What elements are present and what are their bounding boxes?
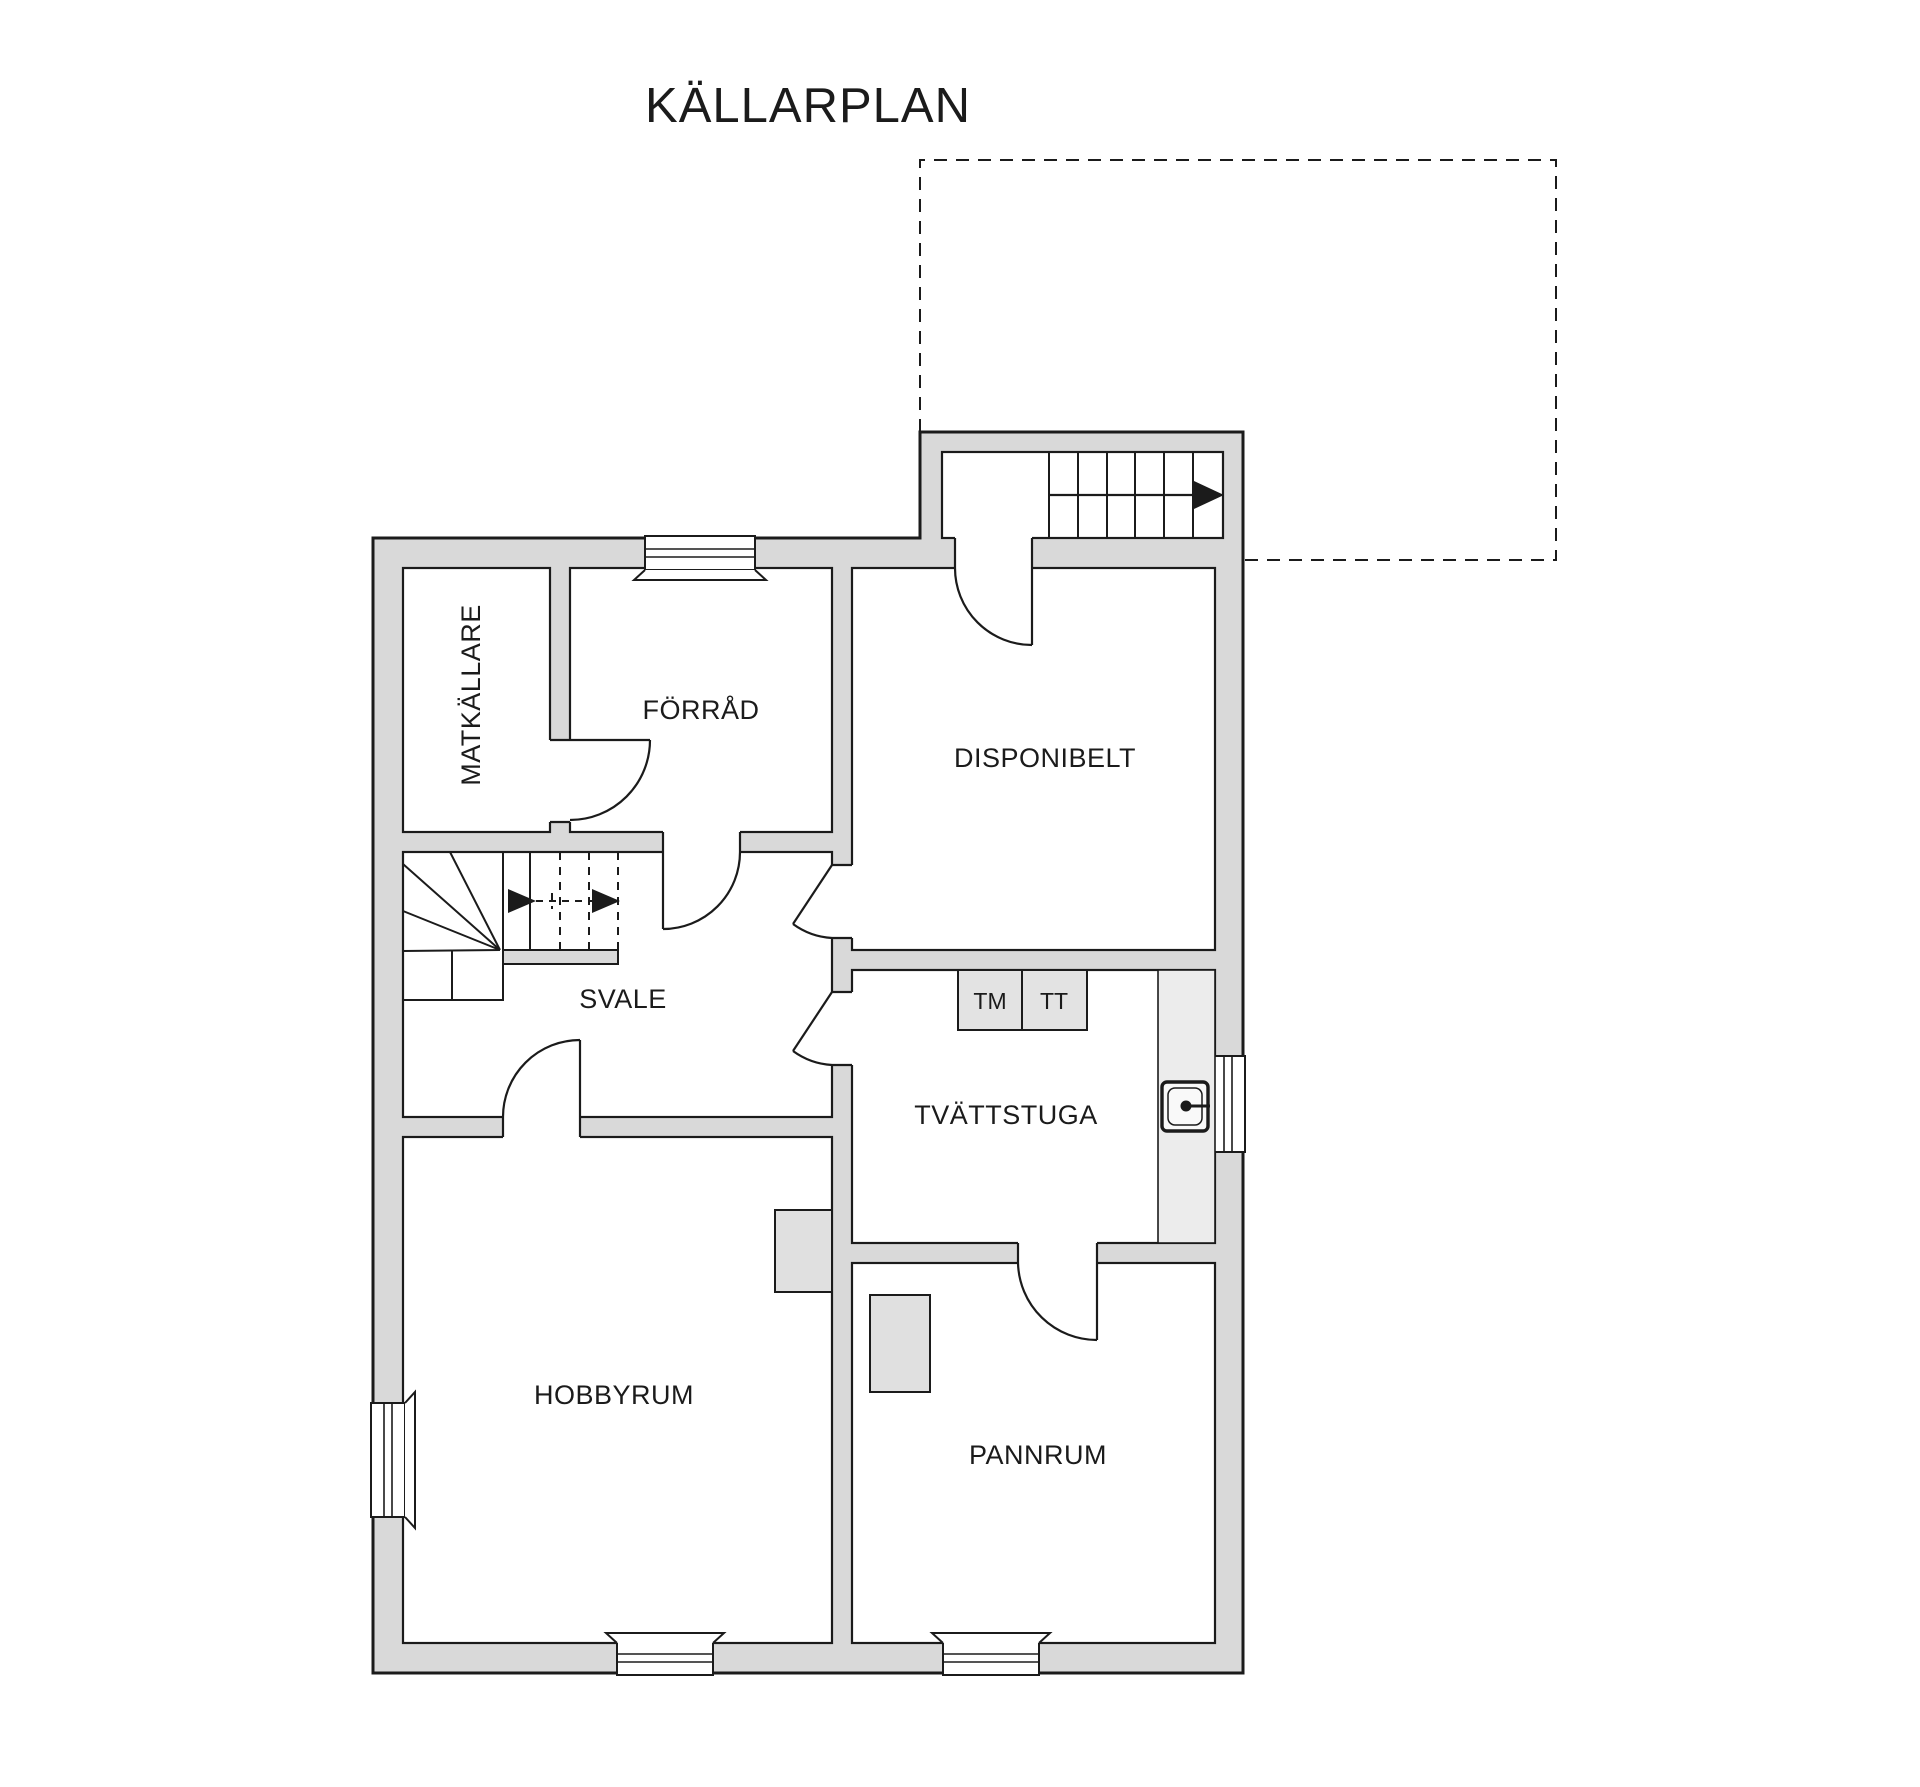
door-svale-hobbyrum (501, 1038, 582, 1118)
door-matkallare (569, 738, 652, 822)
jamb-pannrum-door (1016, 1243, 1099, 1263)
door-vestibule-disponibelt (953, 567, 1034, 647)
label-tumble-dryer: TT (1040, 988, 1068, 1014)
stair-direction-arrow-lower-2 (592, 889, 620, 913)
door-tvattstuga-pannrum (1016, 1262, 1099, 1342)
jamb-vestibule-door (953, 538, 1034, 568)
label-hobbyrum: HOBBYRUM (534, 1380, 694, 1410)
staircase-svale (402, 851, 620, 1001)
opening-svale-disponibelt (829, 865, 855, 938)
jamb-matkallare-door (550, 738, 570, 824)
dashed-overhang-outline (919, 159, 1557, 561)
stair-direction-arrow-upper (1194, 481, 1224, 509)
opening-tvattstuga-pannrum (1018, 1240, 1097, 1266)
door-forrad (661, 851, 742, 931)
window-hobbyrum-left (370, 1389, 416, 1531)
opening-vestibule-disponibelt (955, 535, 1032, 571)
room-matkallare (401, 566, 552, 834)
label-forrad: FÖRRÅD (643, 694, 760, 725)
room-disponibelt (850, 566, 1217, 952)
staircase-upper (1048, 452, 1224, 538)
jamb-hobbyrum-door (501, 1117, 582, 1137)
label-matkallare: MATKÄLLARE (456, 604, 486, 786)
tumble-dryer-box (1021, 969, 1088, 1031)
jamb-disponibelt-side-door (832, 863, 852, 940)
room-forrad (568, 566, 834, 834)
chimney-block (774, 1209, 833, 1293)
window-pannrum-bottom (929, 1632, 1053, 1676)
door-svale-tvattstuga (792, 991, 833, 1067)
window-forrad (631, 535, 769, 581)
opening-forrad-svale (663, 829, 740, 855)
sink (1160, 1080, 1210, 1133)
jamb-forrad-door (661, 832, 742, 852)
boiler-block (869, 1294, 931, 1393)
label-pannrum: PANNRUM (969, 1440, 1107, 1470)
opening-svale-hobbyrum (503, 1114, 580, 1140)
door-svale-disponibelt (792, 864, 833, 940)
window-hobbyrum-bottom (603, 1632, 727, 1676)
room-svale (401, 850, 834, 1119)
label-disponibelt: DISPONIBELT (954, 743, 1136, 773)
stair-landing-edge (502, 949, 619, 965)
opening-matkallare-forrad (547, 740, 573, 822)
label-washing-machine: TM (973, 988, 1006, 1014)
label-tvattstuga: TVÄTTSTUGA (914, 1100, 1098, 1130)
jamb-tvattstuga-side-door (832, 990, 852, 1067)
stair-direction-arrow-lower-1 (508, 889, 536, 913)
opening-svale-tvattstuga (829, 992, 855, 1065)
page-title: KÄLLARPLAN (645, 79, 971, 133)
label-svale: SVALE (579, 984, 667, 1014)
